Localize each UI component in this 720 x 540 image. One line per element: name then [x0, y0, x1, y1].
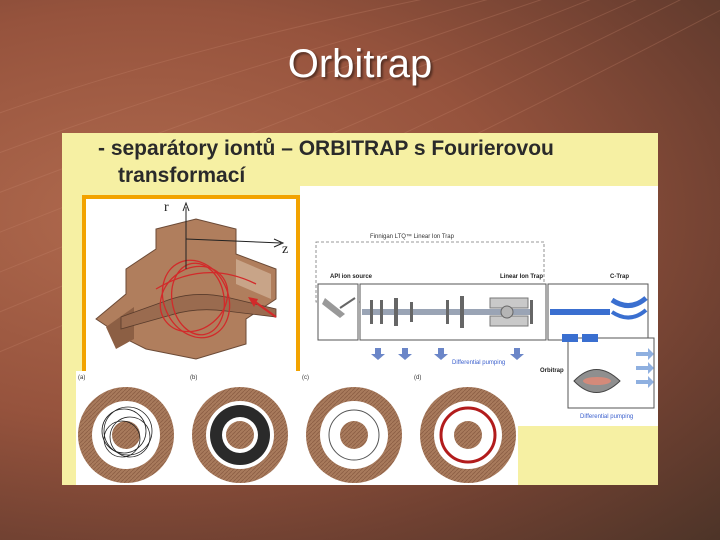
heading-line-1: - separátory iontů – ORBITRAP s Fouriero…: [98, 135, 638, 162]
rings-drawing: (a) (b) (c) (d): [76, 371, 518, 485]
c-trap-label: C-Trap: [610, 274, 629, 280]
axis-r-label: r: [164, 200, 169, 215]
api-source-label: API ion source: [330, 274, 373, 280]
slide-title: Orbitrap: [0, 42, 720, 87]
ring-a: [78, 387, 174, 483]
diff-pumping-label-1: Differential pumping: [452, 360, 505, 366]
ring-c: [306, 387, 402, 483]
orbitrap-label: Orbitrap: [540, 368, 564, 374]
linear-trap-label: Linear Ion Trap: [500, 274, 543, 280]
content-panel: - separátory iontů – ORBITRAP s Fouriero…: [62, 133, 658, 485]
orbitrap-cutaway-drawing: r z: [86, 199, 296, 371]
ring-label-d: (d): [414, 375, 421, 381]
diff-pumping-label-2: Differential pumping: [580, 414, 633, 420]
ring-label-c: (c): [302, 375, 309, 381]
panel-heading: - separátory iontů – ORBITRAP s Fouriero…: [98, 135, 638, 189]
ltq-frame-label: Finnigan LTQ™ Linear Ion Trap: [370, 233, 455, 240]
cross-section-rings: (a) (b) (c) (d): [76, 371, 518, 485]
ring-b: [192, 387, 288, 483]
ring-d: [420, 387, 516, 483]
ring-label-b: (b): [190, 375, 197, 381]
ring-label-a: (a): [78, 375, 85, 381]
axis-z-label: z: [282, 242, 288, 257]
heading-line-2: transformací: [98, 162, 638, 189]
orbitrap-cutaway-figure: r z: [82, 195, 300, 375]
